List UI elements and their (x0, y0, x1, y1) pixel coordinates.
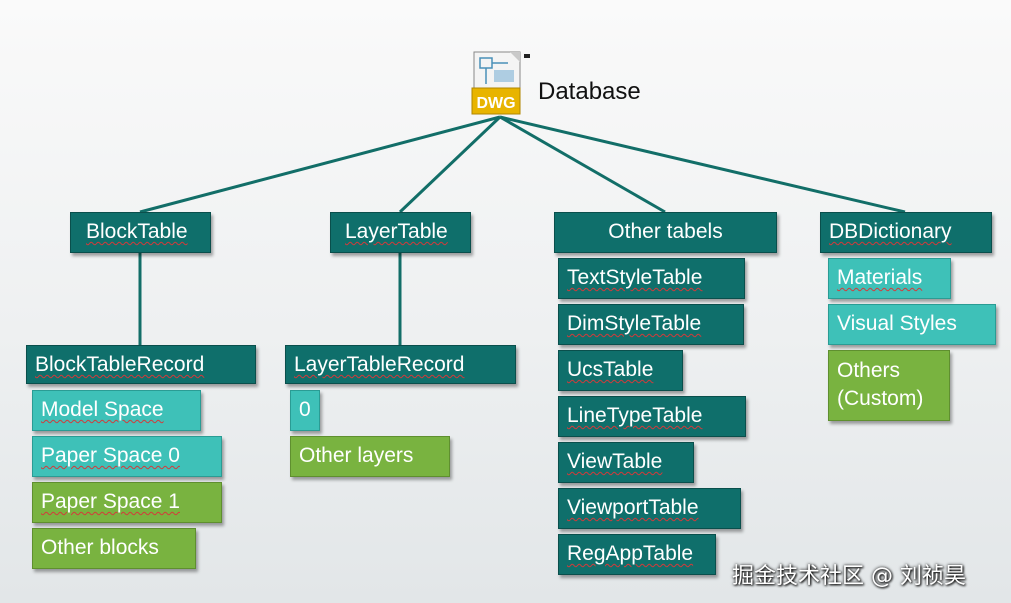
block-item-model-space: Model Space (32, 390, 201, 431)
connector-root-blocktable (139, 115, 501, 214)
block-item-label: Model Space (41, 398, 164, 421)
dict-item-others-custom: Others (Custom) (828, 350, 950, 421)
block-item-paper-space-1: Paper Space 1 (32, 482, 222, 523)
dict-item-materials: Materials (828, 258, 951, 299)
other-tables-label: Other tabels (608, 220, 723, 243)
other-table-item: LineTypeTable (558, 396, 746, 437)
block-item-paper-space-0: Paper Space 0 (32, 436, 222, 477)
block-item-label: Paper Space 0 (41, 444, 180, 467)
dwg-file-icon: DWG (471, 51, 530, 115)
connector-root-layertable (398, 115, 502, 214)
layer-item-label: Other layers (299, 444, 414, 467)
svg-text:DWG: DWG (476, 95, 515, 112)
connector-root-dbdictionary (499, 115, 906, 214)
dict-item-label: Visual Styles (837, 312, 957, 335)
other-table-label: LineTypeTable (567, 404, 703, 427)
other-table-item: ViewportTable (558, 488, 741, 529)
other-tables-node: Other tabels (554, 212, 777, 253)
layertablerecord-node: LayerTableRecord (285, 345, 516, 384)
blocktable-label: BlockTable (86, 220, 188, 243)
other-table-label: UcsTable (567, 358, 654, 381)
dbdictionary-node: DBDictionary (820, 212, 992, 253)
dict-item-visual-styles: Visual Styles (828, 304, 996, 345)
other-table-label: TextStyleTable (567, 266, 703, 289)
other-table-label: RegAppTable (567, 542, 694, 565)
layer-item-other-layers: Other layers (290, 436, 450, 477)
connector-root-othertables (499, 115, 666, 214)
other-table-item: UcsTable (558, 350, 683, 391)
other-table-label: DimStyleTable (567, 312, 702, 335)
layer-item-label: 0 (299, 398, 311, 421)
blocktable-node: BlockTable (70, 212, 211, 253)
other-table-label: ViewTable (567, 450, 663, 473)
blocktablerecord-node: BlockTableRecord (26, 345, 256, 384)
other-table-item: DimStyleTable (558, 304, 744, 345)
dbdictionary-label: DBDictionary (829, 220, 952, 243)
block-item-other-blocks: Other blocks (32, 528, 196, 569)
dict-item-label: Materials (837, 266, 923, 289)
layertable-label: LayerTable (345, 220, 448, 243)
layertablerecord-label: LayerTableRecord (294, 353, 465, 376)
dict-item-label: Others (Custom) (837, 359, 924, 411)
other-table-item: TextStyleTable (558, 258, 745, 299)
watermark: 掘金技术社区 @ 刘祯昊 (732, 564, 966, 589)
other-table-item: RegAppTable (558, 534, 716, 575)
layertable-node: LayerTable (330, 212, 471, 253)
blocktablerecord-label: BlockTableRecord (35, 353, 205, 376)
other-table-label: ViewportTable (567, 496, 699, 519)
other-table-item: ViewTable (558, 442, 694, 483)
block-item-label: Other blocks (41, 536, 159, 559)
database-label: Database (538, 78, 641, 105)
layer-item-0: 0 (290, 390, 320, 431)
block-item-label: Paper Space 1 (41, 490, 180, 513)
